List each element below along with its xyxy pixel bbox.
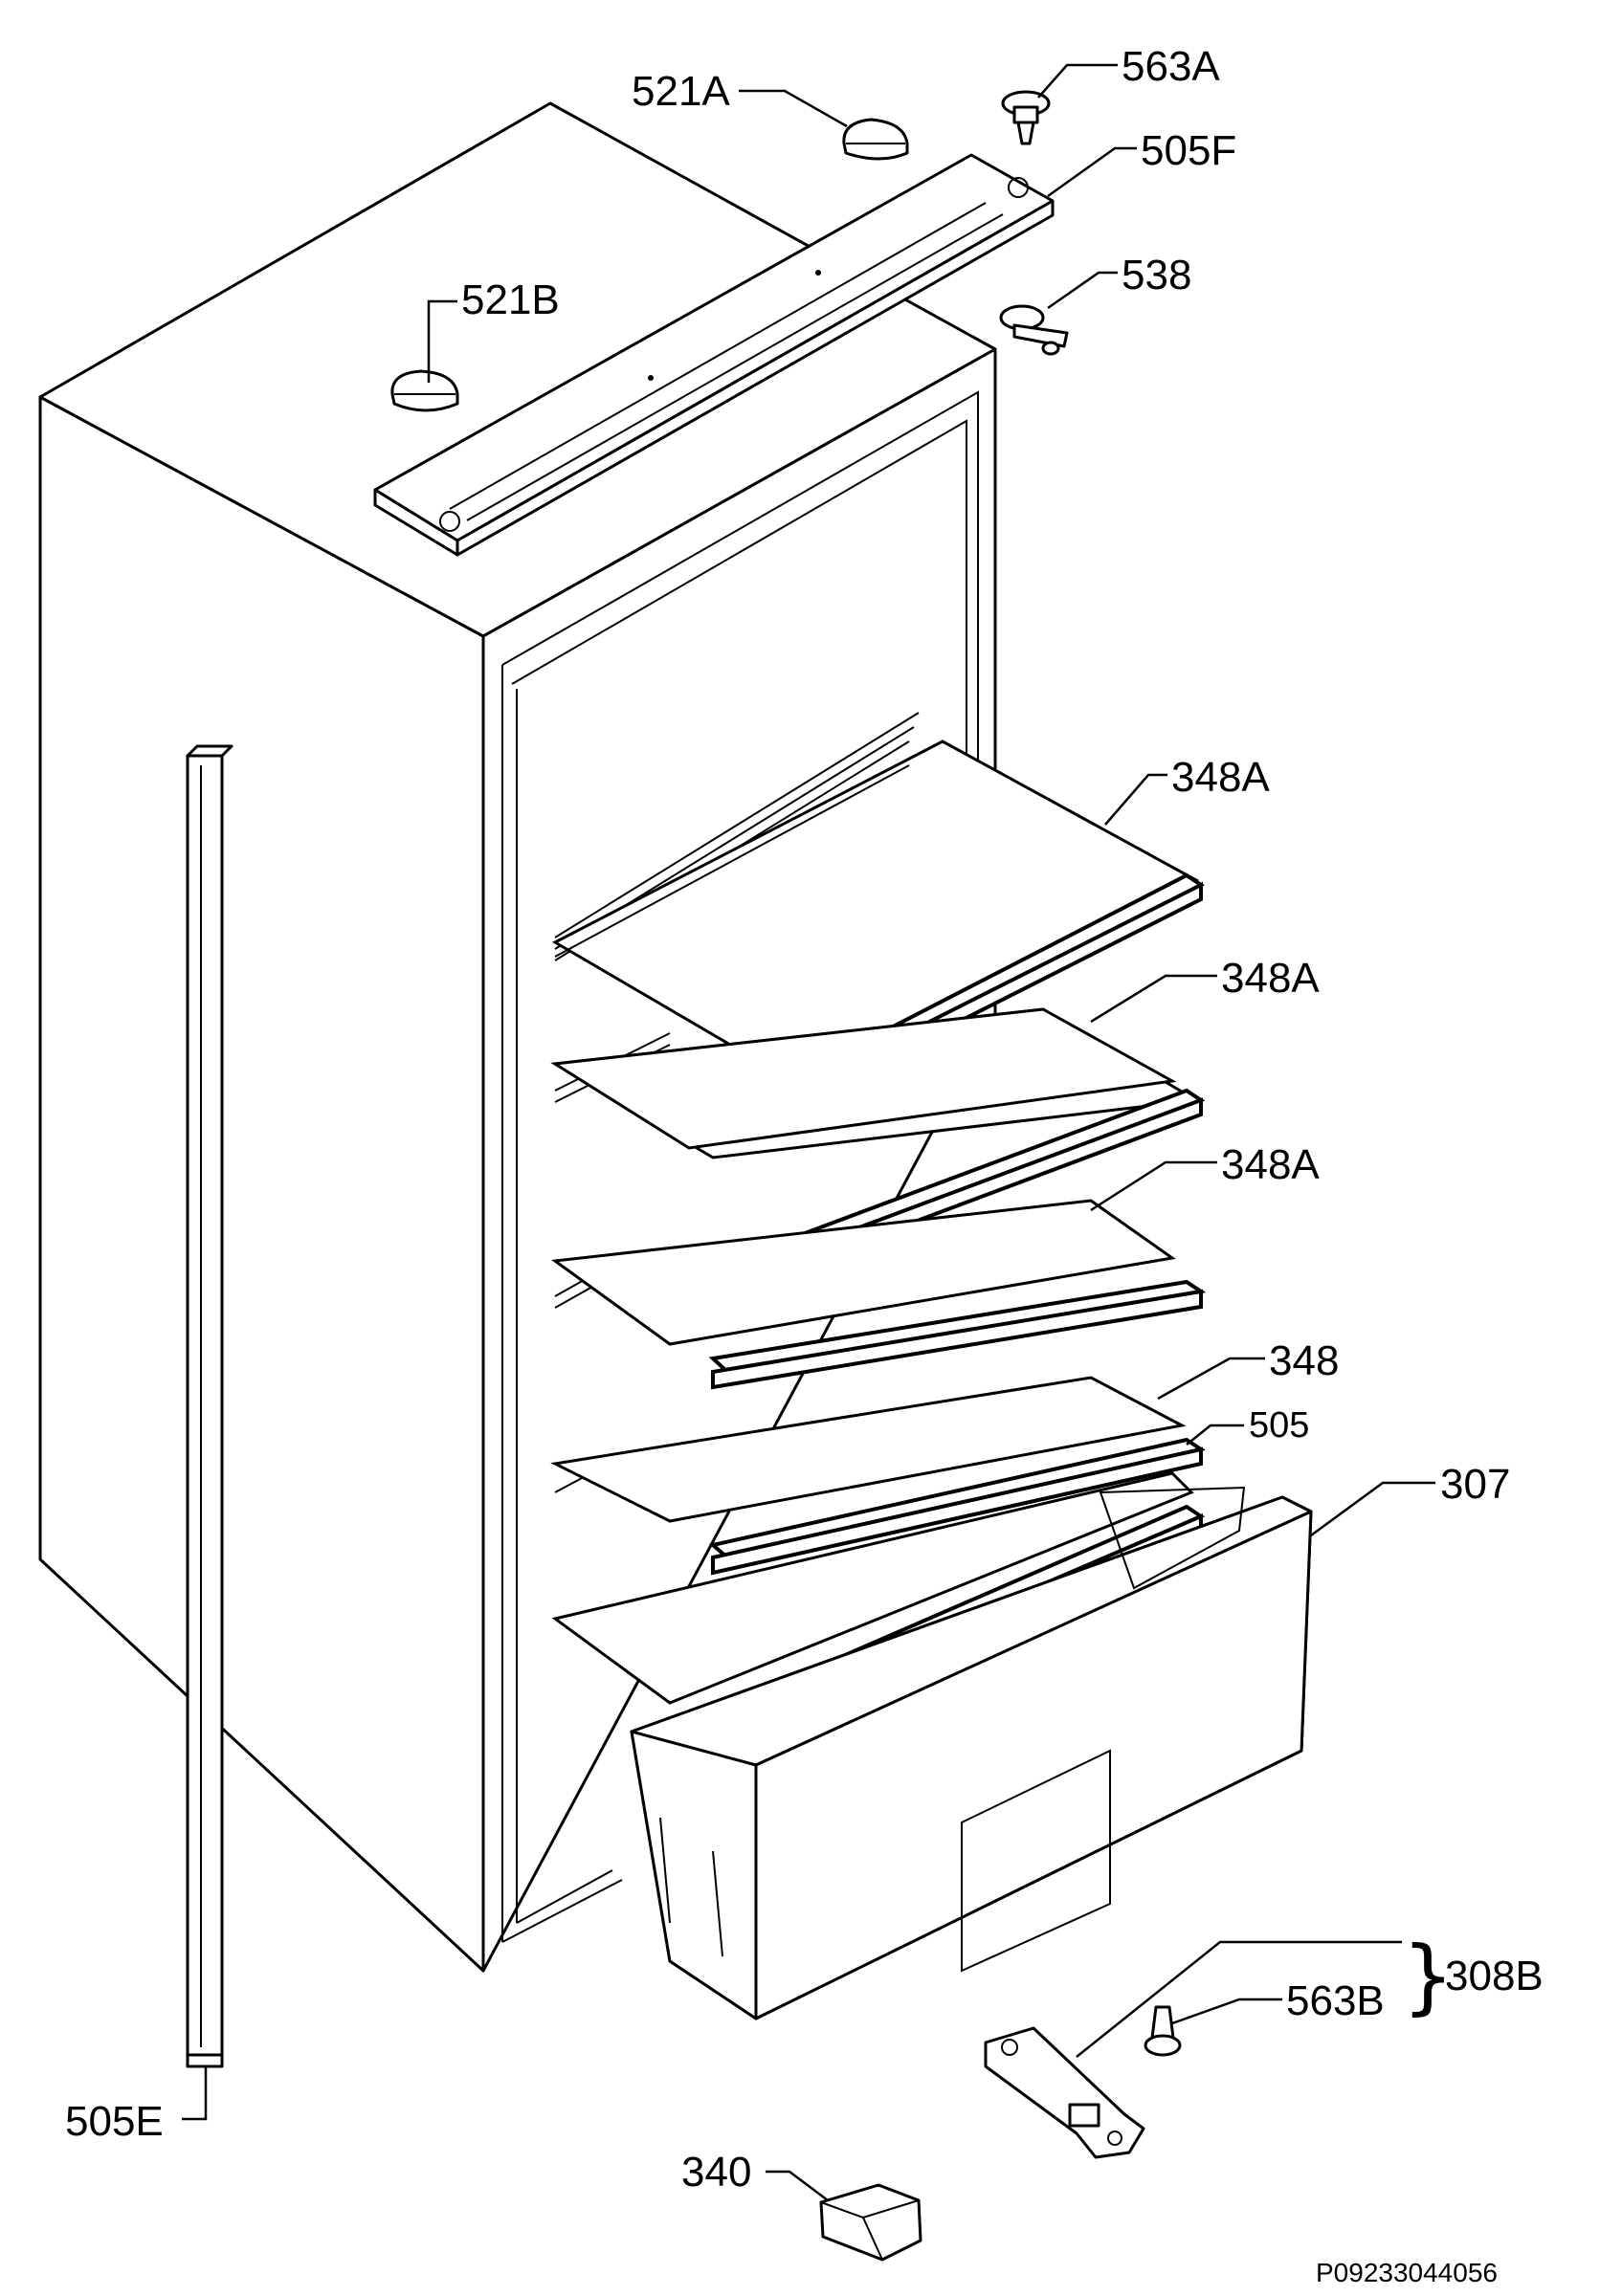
part-340-body [819, 2183, 922, 2262]
door-rail-rivet-2 [815, 270, 821, 276]
door-rail-groove-1 [449, 202, 987, 510]
door-strip-505e [186, 744, 233, 2068]
leader-307 [1310, 1481, 1435, 1537]
screw-563a [1001, 90, 1051, 145]
label-348a-2: 348A [1221, 955, 1320, 1002]
door-rail-rivet-1 [648, 375, 654, 381]
bracket-538 [999, 304, 1069, 356]
door-rail-hole-left [439, 511, 460, 532]
shelf-3-glass [550, 1199, 1176, 1346]
shelf-2-glass-top [550, 1007, 1177, 1150]
rear-rail-line-1 [554, 712, 920, 938]
cap-521a [842, 118, 909, 161]
door-rail-front [455, 199, 1055, 557]
label-348a-1: 348A [1171, 754, 1270, 801]
leader-563a [1037, 63, 1118, 99]
label-521b: 521B [461, 276, 560, 323]
leader-348a-2 [1090, 974, 1217, 1024]
label-348: 348 [1269, 1337, 1339, 1384]
label-307: 307 [1440, 1461, 1510, 1508]
leader-521a [739, 89, 848, 128]
drawer-recess [961, 1749, 1111, 1973]
leader-521b [427, 299, 457, 383]
label-348a-3: 348A [1221, 1141, 1320, 1188]
part-labels: 521A 563A 505F 538 521B 348A 348A 348A 3… [65, 43, 1544, 2287]
label-505: 505 [1249, 1405, 1309, 1446]
part-340 [819, 2183, 922, 2262]
door-rail-505f [373, 153, 1055, 557]
hinge-308b [984, 2026, 1145, 2159]
shelf-3-trim-front [711, 1289, 1203, 1390]
screw-563b-head [1144, 2034, 1182, 2057]
door-rail-groove-2 [466, 213, 1004, 521]
hinge-plate [984, 2026, 1145, 2159]
drawer-side-rib-1 [659, 1817, 671, 1924]
cap-521b-shape [390, 369, 459, 412]
part-340-front-edge [862, 2217, 883, 2261]
drawer-side-rib-2 [712, 1850, 723, 1957]
label-340: 340 [681, 2149, 751, 2196]
leader-505 [1186, 1424, 1244, 1446]
shelf-4-trim-front [711, 1446, 1203, 1576]
drawer-inner-divider [1099, 1486, 1246, 1590]
brace-308b: } [1402, 1929, 1455, 2024]
label-308b: 308B [1445, 1953, 1544, 1999]
label-505f: 505F [1141, 127, 1236, 174]
leader-563b [1171, 1998, 1282, 2025]
leader-348a-1 [1104, 773, 1167, 826]
cabinet-opening-edge-bottom [501, 1879, 623, 1943]
door-strip-body [186, 754, 224, 2057]
drawing-code: P09233044056 [1316, 2258, 1498, 2287]
shelf-1-back-edge [554, 764, 910, 958]
bracket-538-pin [1041, 341, 1060, 356]
cap-521a-shape [842, 118, 909, 161]
leader-348a-3 [1090, 1160, 1217, 1212]
drawer-side [630, 1730, 758, 2020]
cabinet-opening-edge-bottom-inner [516, 1869, 613, 1924]
screw-563a-neck [1012, 105, 1039, 124]
hinge-hole-2 [1107, 2130, 1122, 2146]
shelf-4-glass [550, 1376, 1187, 1523]
leader-348 [1157, 1357, 1265, 1401]
screw-563b [1144, 2005, 1182, 2057]
label-538: 538 [1122, 252, 1191, 298]
label-563a: 563A [1122, 43, 1220, 90]
screw-563b-shank [1150, 2005, 1175, 2040]
bracket-538-arm [1012, 323, 1069, 348]
leader-505f [1047, 146, 1137, 198]
leader-308b [1076, 1940, 1402, 2058]
screw-563a-shank [1016, 121, 1035, 145]
cabinet [38, 101, 997, 1973]
shelf-5-glass [551, 1471, 1194, 1705]
cabinet-side-panel [38, 395, 485, 1973]
label-505e: 505E [65, 2098, 164, 2145]
leader-340 [766, 2170, 829, 2201]
door-rail-hole-right [1008, 177, 1029, 198]
leader-505e [182, 2066, 208, 2121]
door-strip-top [186, 744, 233, 758]
leader-538 [1047, 271, 1118, 310]
door-strip-end [186, 2053, 224, 2068]
glass-shelf-3 [550, 1199, 1207, 1390]
hinge-pin [1068, 2103, 1100, 2128]
glass-shelf-4 [550, 1376, 1206, 1576]
label-521a: 521A [632, 68, 730, 115]
crisper-drawer-307 [630, 1486, 1313, 2020]
leader-lines [182, 63, 1435, 2201]
cap-521b [390, 369, 459, 412]
hinge-hole-1 [1001, 2039, 1018, 2056]
label-563b: 563B [1286, 1977, 1385, 2024]
